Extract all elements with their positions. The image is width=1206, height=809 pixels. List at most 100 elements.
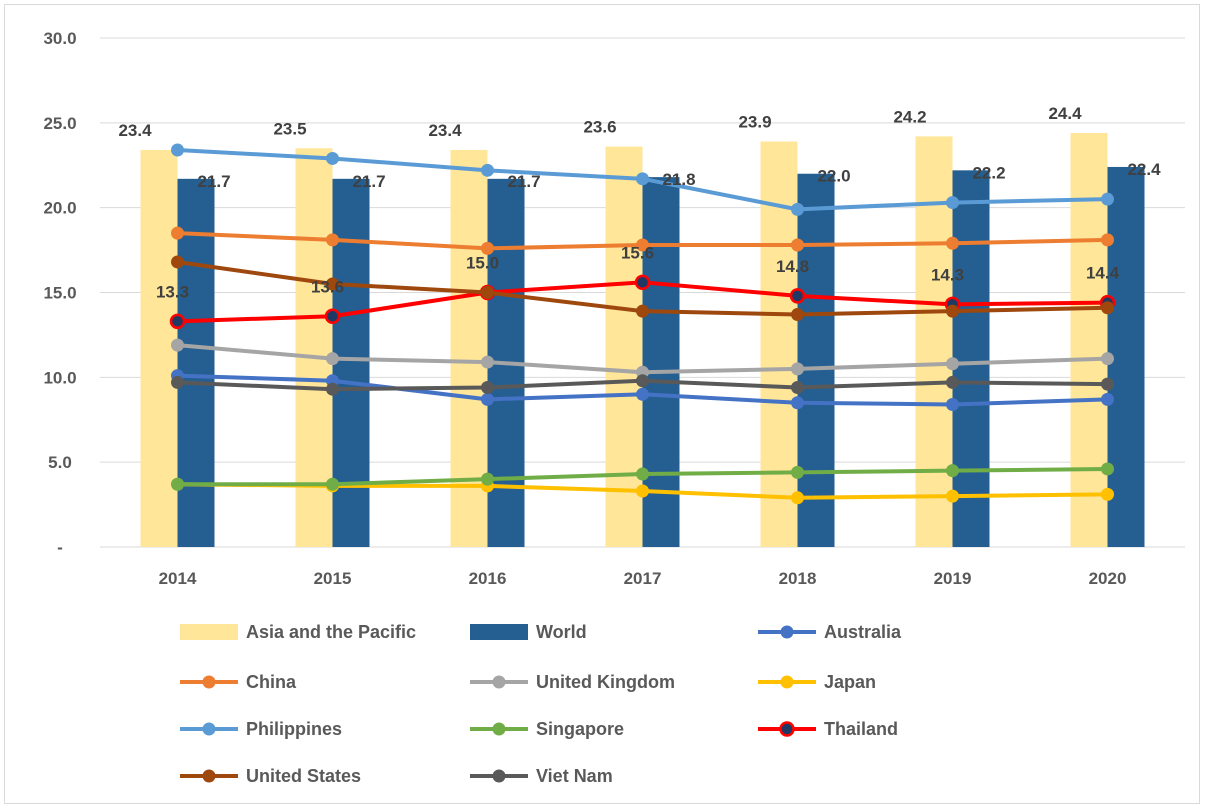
legend-marker (780, 675, 794, 689)
data-point (791, 202, 804, 216)
data-point (481, 392, 494, 406)
data-label: 15.0 (466, 254, 499, 273)
data-point (169, 313, 186, 330)
data-point (1101, 233, 1114, 247)
line-layer (169, 143, 1116, 505)
data-label: 24.4 (1048, 104, 1082, 123)
data-point (636, 467, 649, 481)
bar (797, 173, 835, 547)
bar (605, 146, 643, 547)
data-label: 14.4 (1086, 264, 1120, 283)
data-point (481, 381, 494, 395)
x-tick-label: 2017 (624, 569, 662, 588)
data-point (481, 355, 494, 369)
data-point (481, 241, 494, 255)
y-tick-label: 25.0 (43, 114, 76, 133)
data-point (1101, 192, 1114, 206)
data-point (171, 338, 184, 352)
data-point (634, 274, 651, 291)
legend-marker (202, 675, 216, 689)
data-point (789, 288, 806, 304)
data-point (326, 477, 339, 491)
legend-label: Australia (824, 622, 902, 642)
legend-label: Japan (824, 672, 876, 692)
data-point (171, 226, 184, 240)
data-point (171, 255, 184, 269)
data-point (636, 484, 649, 498)
data-point (481, 472, 494, 486)
legend-marker (492, 675, 506, 689)
data-point (481, 286, 494, 299)
x-tick-label: 2016 (469, 569, 507, 588)
data-point (791, 362, 804, 376)
legend-swatch (470, 624, 528, 640)
legend-label: Asia and the Pacific (246, 622, 416, 642)
data-point (791, 308, 804, 322)
x-tick-label: 2020 (1089, 569, 1127, 588)
data-point (1101, 462, 1114, 476)
data-label: 23.4 (428, 121, 462, 140)
data-point (171, 477, 184, 491)
legend-label: China (246, 672, 297, 692)
data-label: 13.3 (156, 282, 189, 301)
data-point (1101, 392, 1114, 406)
data-point (946, 304, 959, 318)
data-label: 13.6 (311, 277, 344, 296)
data-point (946, 464, 959, 478)
data-point (636, 304, 649, 318)
legend-label: Philippines (246, 719, 342, 739)
data-point (326, 233, 339, 247)
legend-marker (780, 625, 794, 639)
y-axis: -5.010.015.020.025.030.0 (43, 29, 76, 557)
data-label: 21.7 (197, 172, 230, 191)
data-point (1101, 301, 1114, 315)
data-label: 23.9 (738, 112, 771, 131)
bar (642, 177, 680, 548)
y-tick-label: 15.0 (43, 284, 76, 303)
bar (332, 178, 370, 547)
data-point (946, 236, 959, 250)
bar (952, 170, 990, 547)
legend-label: Singapore (536, 719, 624, 739)
data-point (636, 172, 649, 186)
legend-marker (492, 769, 506, 783)
data-point (1101, 487, 1114, 501)
data-point (1101, 377, 1114, 391)
x-tick-label: 2018 (779, 569, 817, 588)
legend-marker (779, 721, 795, 737)
y-tick-label: - (57, 538, 63, 557)
x-tick-label: 2019 (934, 569, 972, 588)
legend-marker (492, 722, 506, 736)
legend-label: World (536, 622, 587, 642)
legend-label: Thailand (824, 719, 898, 739)
data-point (636, 387, 649, 401)
data-point (481, 163, 494, 177)
bar (140, 149, 178, 548)
y-tick-label: 30.0 (43, 29, 76, 48)
data-label: 15.6 (621, 243, 654, 262)
data-point (171, 375, 184, 389)
data-point (636, 374, 649, 388)
data-label: 14.3 (931, 265, 964, 284)
data-point (791, 396, 804, 410)
data-label: 21.8 (662, 170, 695, 189)
data-label: 22.2 (972, 163, 1005, 182)
legend-swatch (180, 624, 238, 640)
x-tick-label: 2015 (314, 569, 352, 588)
legend-marker (202, 722, 216, 736)
data-label: 21.7 (507, 172, 540, 191)
data-label: 23.6 (583, 118, 616, 137)
bar (915, 136, 953, 547)
data-point (791, 465, 804, 479)
data-point (326, 382, 339, 396)
data-label: 14.8 (776, 257, 809, 276)
y-tick-label: 20.0 (43, 199, 76, 218)
x-tick-label: 2014 (159, 569, 197, 588)
data-point (324, 308, 341, 325)
y-tick-label: 10.0 (43, 368, 76, 387)
bar (1070, 133, 1108, 547)
data-label: 22.0 (817, 167, 850, 186)
data-label: 24.2 (893, 107, 926, 126)
